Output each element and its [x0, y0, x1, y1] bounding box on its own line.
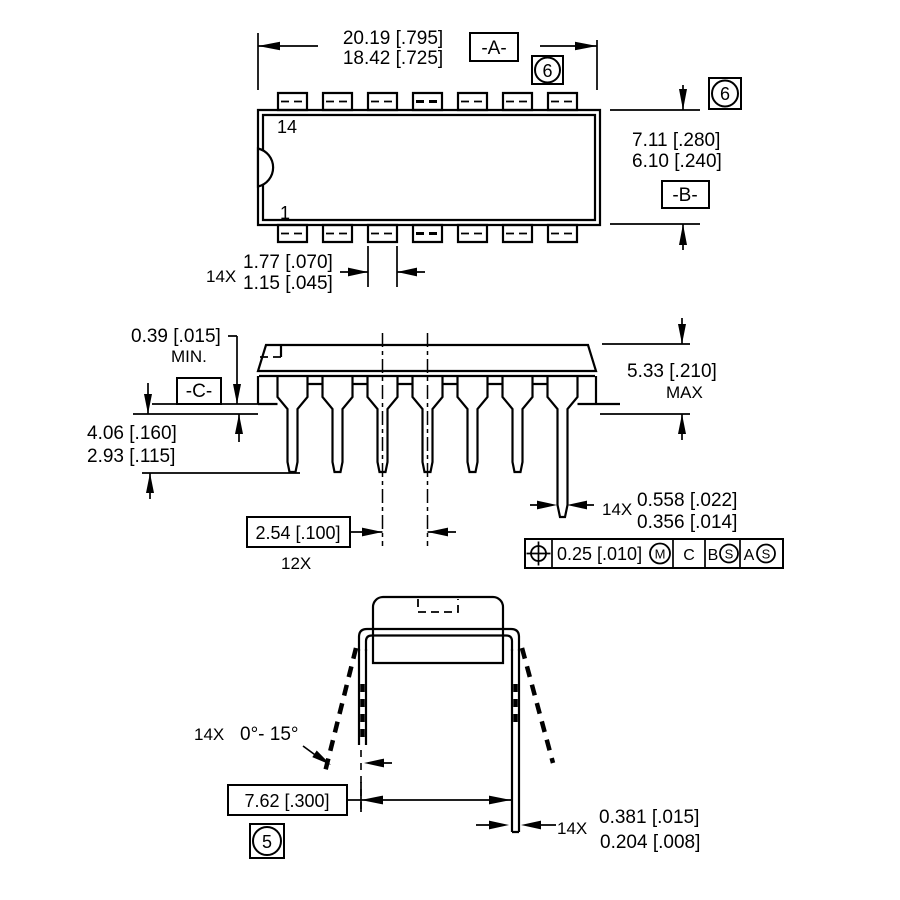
datum-b-label: -B-	[672, 185, 697, 206]
datum-b-flag: -B-	[661, 180, 710, 209]
rfs-modifier-icon-2: S	[756, 543, 776, 564]
note-flag-5-label: 5	[262, 832, 272, 852]
end-view-notch-hidden	[417, 599, 459, 613]
index-notch	[256, 147, 275, 188]
dim-lead-angle-count: 14X	[194, 725, 224, 744]
dim-row-spacing-basic-box: 7.62 [.300]	[227, 784, 348, 816]
side-view-body	[256, 343, 620, 406]
dim-standoff-value: 0.39 [.015]	[131, 326, 221, 347]
dim-lead-thickness-in: 0.204 [.008]	[600, 832, 700, 853]
dim-body-width-in: 6.10 [.240]	[632, 151, 722, 172]
lead-inner-dashes	[360, 684, 518, 742]
dim-body-width-mm: 7.11 [.280]	[632, 130, 720, 151]
dim-height-value: 5.33 [.210]	[627, 361, 717, 382]
dim-lead-width-count: 14X	[206, 267, 236, 286]
datum-c-flag: -C-	[176, 377, 222, 405]
note-flag-5: 5	[249, 823, 285, 859]
splayed-lead-alternate-position	[321, 647, 556, 777]
note-flag-6-top: 6	[531, 55, 564, 85]
dim-lead-width-in: 1.15 [.045]	[243, 273, 333, 294]
dim-lead-tip-count: 14X	[602, 500, 632, 519]
dim-pitch-value: 2.54 [.100]	[255, 523, 340, 543]
dim-lead-tip-in: 0.356 [.014]	[637, 512, 737, 533]
dim-lead-angle-value: 0°- 15°	[240, 724, 299, 745]
dim-row-spacing-value: 7.62 [.300]	[244, 791, 329, 811]
dim-height-qualifier: MAX	[666, 383, 703, 402]
top-view-leads	[276, 91, 579, 244]
top-view: 14 1 20.19 [.795] 18.42 [.725] -A- 6 6 7…	[206, 28, 742, 294]
position-tolerance-icon	[526, 541, 551, 566]
dim-lead-thickness-count: 14X	[557, 819, 587, 838]
mmc-modifier-icon: M	[649, 542, 671, 565]
lead-centerlines	[381, 333, 429, 546]
dim-lead-width-mm: 1.77 [.070]	[243, 252, 333, 273]
pin-14-label: 14	[277, 117, 297, 137]
datum-c-label: -C-	[186, 381, 212, 402]
top-view-body	[256, 108, 602, 227]
end-view-lead-bend	[357, 627, 521, 651]
fcf-datum-1: C	[683, 547, 695, 564]
fcf-datum-3: A	[744, 547, 755, 564]
datum-a-label: -A-	[481, 38, 506, 59]
end-view-leads	[357, 649, 521, 834]
datum-a-flag: -A-	[469, 32, 519, 62]
dim-lead-thickness-mm: 0.381 [.015]	[599, 807, 699, 828]
mmc-modifier-label: M	[655, 547, 666, 562]
rfs-modifier-icon-1: S	[719, 543, 739, 564]
note-flag-6-corner: 6	[708, 77, 742, 110]
note-flag-6-corner-label: 6	[720, 84, 730, 104]
lead4-hidden-line	[416, 100, 439, 235]
fcf-tolerance: 0.25 [.010]	[557, 544, 642, 564]
end-view-body	[371, 595, 505, 665]
pin-1-label: 1	[280, 203, 290, 223]
note-flag-6-top-label: 6	[542, 61, 552, 81]
fcf-cell-dividers	[551, 539, 741, 568]
rfs-modifier-2-label: S	[762, 547, 771, 562]
lead-hidden-lines	[281, 100, 574, 235]
dim-lead-length-in: 2.93 [.115]	[87, 446, 175, 467]
dim-standoff-qualifier: MIN.	[171, 347, 207, 366]
side-view: 0.39 [.015] MIN. -C- 5.33 [.210] MAX 4.0…	[87, 318, 784, 573]
dim-lead-length-mm: 4.06 [.160]	[87, 423, 177, 444]
rfs-modifier-1-label: S	[725, 547, 734, 562]
dim-pitch-basic-box: 2.54 [.100]	[246, 516, 351, 548]
feature-control-frame: 0.25 [.010] M C B S A S	[524, 538, 784, 569]
dim-lead-tip-mm: 0.558 [.022]	[637, 490, 737, 511]
fcf-datum-2: B	[708, 547, 719, 564]
dim-overall-width-in: 18.42 [.725]	[343, 48, 443, 69]
dim-pitch-count: 12X	[281, 554, 311, 573]
dim-overall-width-mm: 20.19 [.795]	[343, 28, 443, 49]
end-view: 14X 0°- 15° 7.62 [.300] 5 14X 0.381 [.01…	[194, 595, 700, 859]
